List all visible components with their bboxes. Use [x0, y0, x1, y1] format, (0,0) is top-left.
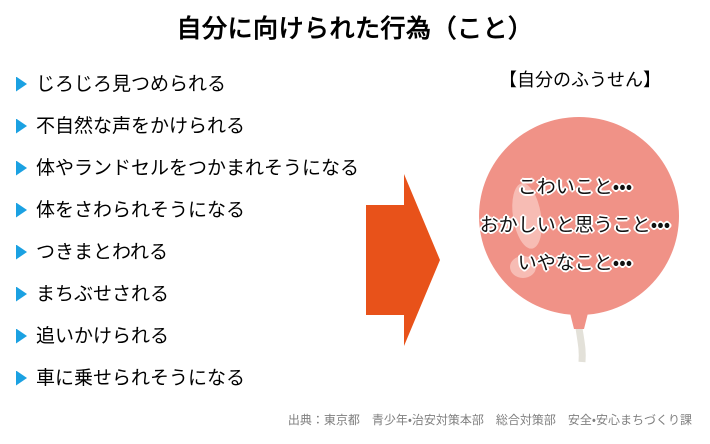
source-citation: 出典：東京都 青少年・治安対策本部 総合対策部 安全・安心まちづくり課 [287, 413, 692, 427]
triangle-right-icon [16, 160, 27, 176]
list-item-label: つきまとわれる [36, 241, 169, 263]
balloon-text-block: こわいこと・・・ おかしいと思うこと・・・ いやなこと・・・ [440, 178, 710, 273]
list-item: 追いかけられる [16, 315, 416, 357]
balloon-shape [479, 117, 679, 363]
list-item: まちぶせされる [16, 273, 416, 315]
balloon-string [575, 327, 586, 363]
balloon-text-line: こわいこと・・・ [517, 177, 633, 198]
balloon-knot [570, 313, 588, 329]
balloon-text-line: おかしいと思うこと・・・ [479, 215, 671, 236]
behavior-bullet-list: じろじろ見つめられる 不自然な声をかけられる 体やランドセルをつかまれそうになる… [16, 63, 416, 399]
balloon-text-line: いやなこと・・・ [517, 253, 633, 274]
arrow-right-block-shape [366, 174, 440, 346]
list-item: つきまとわれる [16, 231, 416, 273]
list-item-label: 体をさわられそうになる [36, 199, 246, 221]
list-item: 車に乗せられそうになる [16, 357, 416, 399]
list-item-label: 車に乗せられそうになる [36, 367, 246, 389]
triangle-right-icon [16, 328, 27, 344]
list-item: 体をさわられそうになる [16, 189, 416, 231]
balloon-highlight-primary [512, 183, 542, 249]
balloon-heading: 【自分のふうせん】 [499, 70, 661, 90]
list-item: 不自然な声をかけられる [16, 105, 416, 147]
arrow-right-block-icon [366, 174, 440, 346]
list-item-label: 追いかけられる [36, 325, 170, 347]
list-item-label: 不自然な声をかけられる [36, 115, 246, 137]
page-title: 自分に向けられた行為（こと） [176, 15, 534, 43]
list-item-label: じろじろ見つめられる [36, 73, 227, 95]
triangle-right-icon [16, 370, 27, 386]
balloon-highlight-secondary [510, 256, 536, 278]
triangle-right-icon [16, 76, 27, 92]
triangle-right-icon [16, 202, 27, 218]
triangle-right-icon [16, 286, 27, 302]
triangle-right-icon [16, 118, 27, 134]
balloon-icon [455, 110, 700, 370]
list-item-label: 体やランドセルをつかまれそうになる [36, 157, 360, 179]
list-item: じろじろ見つめられる [16, 63, 416, 105]
triangle-right-icon [16, 244, 27, 260]
list-item-label: まちぶせされる [36, 283, 170, 305]
list-item: 体やランドセルをつかまれそうになる [16, 147, 416, 189]
